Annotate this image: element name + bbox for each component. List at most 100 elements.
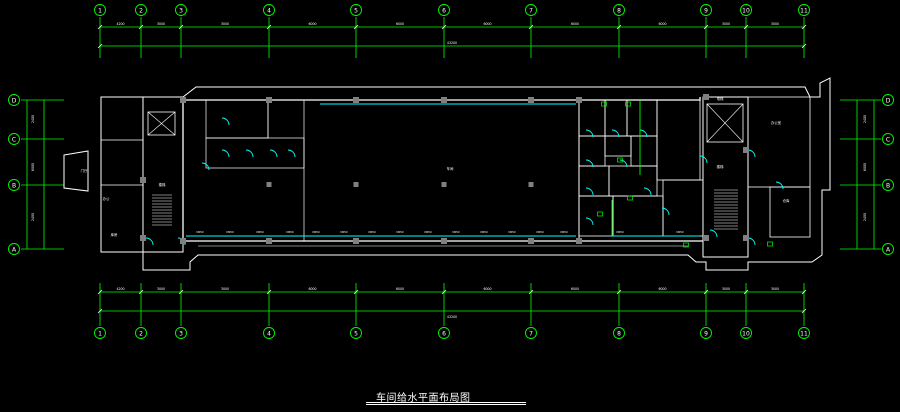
- title-underline: [366, 402, 526, 403]
- label-right-storage: 仓库: [783, 198, 790, 203]
- right-room-5: [604, 135, 632, 157]
- label-left-lobby: 门厅: [81, 168, 88, 173]
- axis-bubble-top-1: [94, 4, 106, 16]
- door-swing-8: [611, 129, 620, 138]
- pipe-fitting-2: [625, 101, 631, 107]
- label-left-storage: 库房: [111, 232, 118, 237]
- dim-tick: [138, 24, 144, 30]
- axis-bubble-top-11: [798, 4, 810, 16]
- pipe-label-16: DN50: [676, 230, 684, 234]
- label-right-shaft: 电梯: [717, 96, 724, 101]
- left-shaft-x2: [147, 111, 176, 136]
- dim-text-bottom-10: 3000: [771, 287, 779, 291]
- door-swing-1: [221, 117, 230, 126]
- dim-tick: [441, 289, 447, 295]
- door-swing-6: [201, 162, 210, 171]
- dim-tick: [616, 289, 622, 295]
- pipe-label-8: DN50: [396, 230, 404, 234]
- axis-bubble-bottom-1: [94, 327, 106, 339]
- axis-label-bottom-7: 7: [529, 331, 533, 338]
- dim-text-top-total: 43200: [447, 41, 457, 45]
- dim-tick: [353, 24, 359, 30]
- axis-bubble-top-10: [740, 4, 752, 16]
- axis-label-right-B: B: [886, 183, 890, 190]
- structural-columns: [140, 94, 749, 244]
- dim-tick: [266, 24, 272, 30]
- pipe-label-12: DN50: [508, 230, 516, 234]
- pipe-label-5: DN50: [312, 230, 320, 234]
- column-top-5: [528, 97, 534, 103]
- dim-tick: [801, 24, 807, 30]
- door-swing-10: [585, 159, 594, 168]
- dim-text-top-2: 3000: [157, 22, 165, 26]
- axis-bubble-top-3: [175, 4, 187, 16]
- dim-text-top-10: 3000: [771, 22, 779, 26]
- axis-bubble-top-5: [350, 4, 362, 16]
- title-underline-thin: [366, 404, 526, 405]
- axis-label-right-D: D: [886, 98, 891, 105]
- axis-grid: [21, 17, 881, 326]
- dim-text-top-1: 4200: [116, 22, 124, 26]
- dim-text-bottom-5: 6000: [396, 287, 404, 291]
- right-room-2: [604, 99, 628, 137]
- axis-label-bottom-6: 6: [442, 331, 446, 338]
- door-swing-11: [619, 159, 628, 168]
- axis-label-bottom-3: 3: [179, 331, 183, 338]
- pipe-label-10: DN50: [452, 230, 460, 234]
- axis-label-bottom-1: 1: [98, 331, 102, 338]
- dim-text-bottom-7: 6000: [571, 287, 579, 291]
- axis-bubble-bottom-5: [350, 327, 362, 339]
- door-swing-19: [145, 237, 154, 246]
- door-swing-18: [775, 181, 784, 190]
- axis-bubble-bottom-4: [263, 327, 275, 339]
- right-shaft-x2: [706, 103, 744, 143]
- axis-bubble-bottom-7: [525, 327, 537, 339]
- dim-text-top-8: 6000: [658, 22, 666, 26]
- dim-text-right-1: 2400: [863, 115, 867, 123]
- axis-label-top-1: 1: [98, 8, 102, 15]
- column-bottom-5: [528, 238, 534, 244]
- dim-tick: [528, 24, 534, 30]
- label-left-office: 办公: [103, 196, 110, 201]
- door-swing-14: [585, 217, 594, 226]
- axis-bubble-bottom-10: [740, 327, 752, 339]
- left-shaft: [147, 111, 176, 136]
- axis-label-right-A: A: [886, 247, 891, 254]
- axis-bubble-top-6: [438, 4, 450, 16]
- pipe-label-1: DN50: [196, 230, 204, 234]
- dim-tick: [97, 43, 103, 49]
- column-bottom-3: [353, 238, 359, 244]
- right-room-9: [578, 195, 614, 237]
- right-storage-room: [769, 186, 811, 238]
- dim-text-bottom-1: 4200: [116, 287, 124, 291]
- dim-tick: [703, 24, 709, 30]
- column-top-4: [441, 97, 447, 103]
- dim-text-top-5: 6000: [396, 22, 404, 26]
- dim-text-right-2: 6000: [863, 163, 867, 171]
- axis-bubble-bottom-9: [700, 327, 712, 339]
- axis-bubble-left-D: [8, 94, 20, 106]
- label-left-stair: 楼梯: [159, 182, 166, 187]
- column-mid-3: [441, 182, 447, 187]
- column-bottom-6: [576, 238, 582, 244]
- pipe-label-9: DN50: [424, 230, 432, 234]
- pipe-fitting-1: [601, 101, 607, 107]
- axis-label-top-9: 9: [704, 8, 708, 15]
- dim-tick: [528, 289, 534, 295]
- column-side-5: [140, 235, 146, 241]
- dim-tick: [97, 289, 103, 295]
- dim-text-bottom-4: 6000: [308, 287, 316, 291]
- pipe-label-11: DN50: [480, 230, 488, 234]
- pipe-fitting-7: [767, 241, 773, 247]
- axis-label-left-B: B: [12, 183, 16, 190]
- door-swing-5: [287, 149, 296, 158]
- column-mid-2: [353, 182, 359, 187]
- door-swing-4: [269, 149, 278, 158]
- column-top-6: [576, 97, 582, 103]
- axis-label-right-C: C: [886, 137, 890, 144]
- axis-label-top-10: 10: [742, 8, 750, 15]
- column-side-2: [703, 235, 709, 241]
